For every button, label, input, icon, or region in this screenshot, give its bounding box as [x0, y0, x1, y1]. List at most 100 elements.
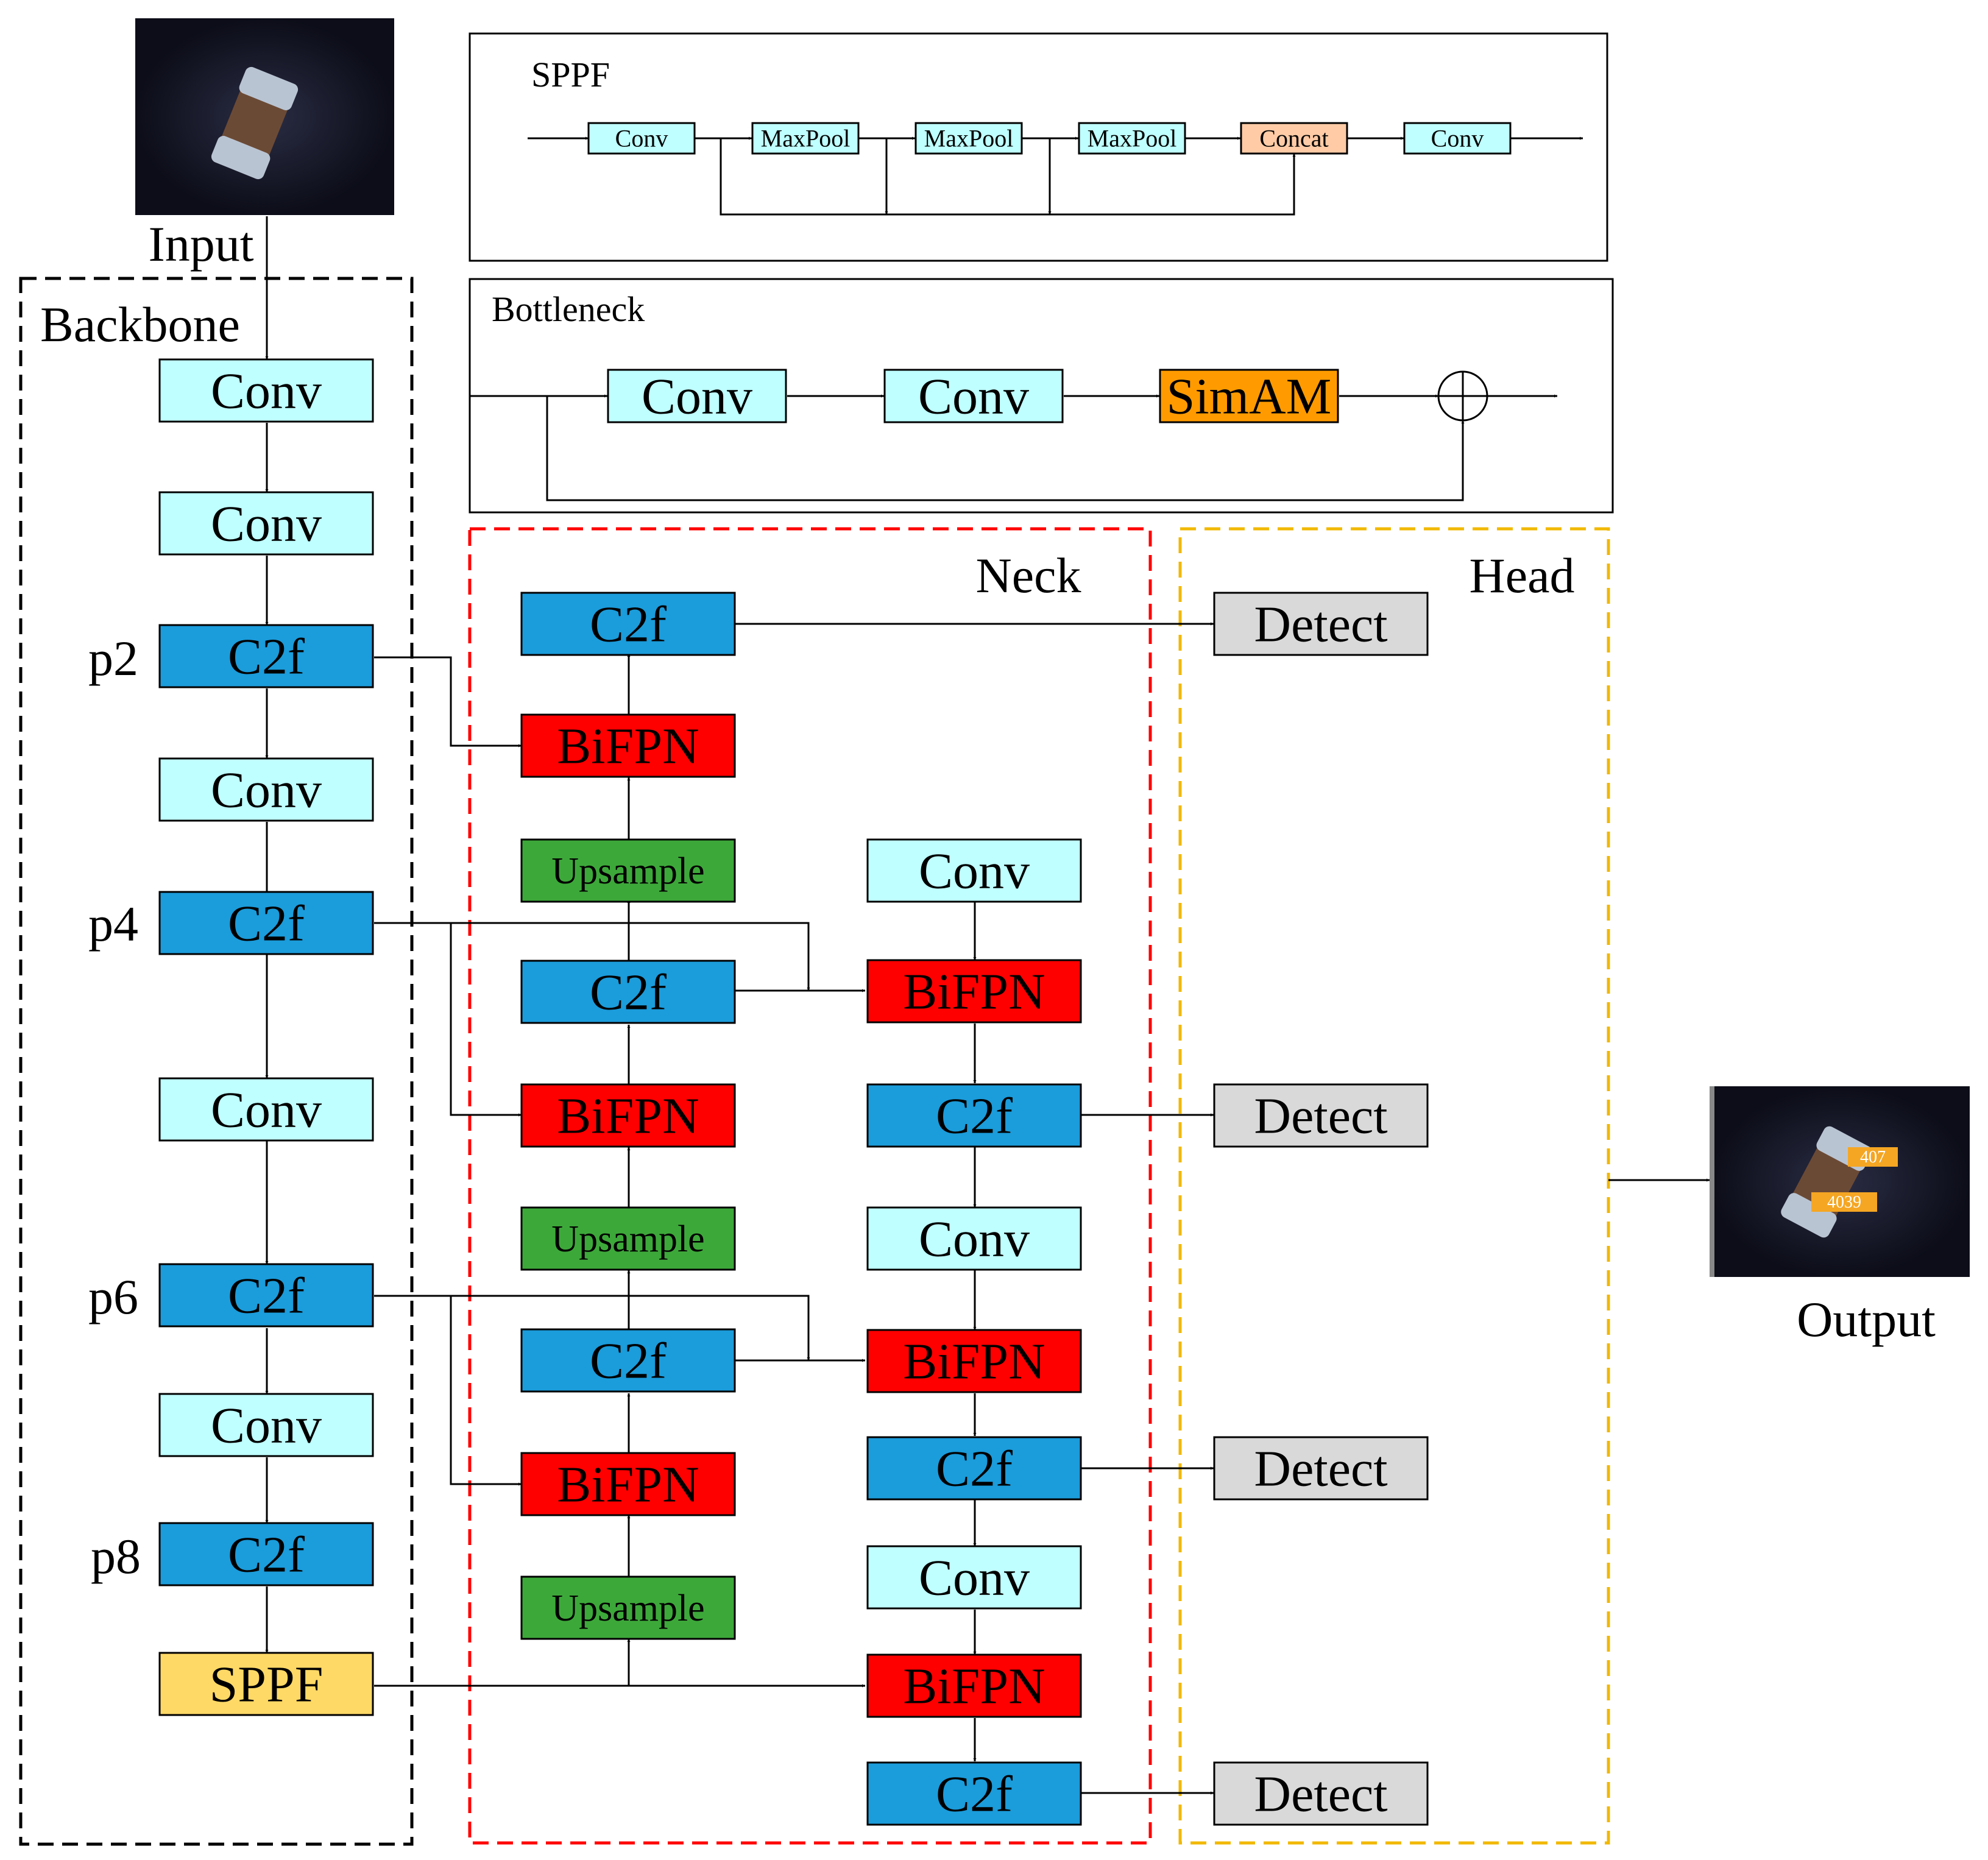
neck-c2f-r3: C2f — [866, 1761, 1082, 1826]
level-label-p2: p2 — [88, 631, 138, 686]
sppf-detail-maxpool-1: MaxPool — [751, 122, 860, 155]
backbone-conv-5-label: Conv — [211, 1398, 322, 1454]
sppf-detail-maxpool-2-box — [914, 122, 1023, 155]
neck-upsample-2-label: Upsample — [551, 1218, 704, 1260]
bottleneck-detail-simam-label: SimAM — [1167, 369, 1332, 425]
backbone-c2f-p6: C2f — [158, 1263, 374, 1328]
neck-bifpn-r2-label: BiFPN — [903, 1334, 1045, 1390]
neck-upsample-2-box — [520, 1206, 736, 1271]
neck-bifpn-2-box — [520, 1083, 736, 1148]
backbone-sppf-label: SPPF — [210, 1657, 324, 1713]
bottleneck-detail-conv-1: Conv — [607, 369, 787, 425]
bottleneck-detail-conv-1-label: Conv — [642, 369, 752, 425]
sppf-detail-maxpool-3-box — [1078, 122, 1186, 155]
level-label-p6: p6 — [88, 1269, 138, 1324]
sppf-detail-title: SPPF — [531, 55, 610, 94]
neck-conv-r2-label: Conv — [919, 1211, 1030, 1268]
neck-c2f-r2: C2f — [866, 1436, 1082, 1501]
level-label-p4: p4 — [88, 896, 138, 952]
head-detect-1-label: Detect — [1254, 596, 1387, 653]
backbone-conv-3: Conv — [158, 757, 374, 822]
backbone-c2f-p4: C2f — [158, 891, 374, 955]
level-label-p8: p8 — [91, 1529, 141, 1584]
backbone-label: Backbone — [40, 297, 240, 352]
neck-bifpn-1-box — [520, 713, 736, 778]
neck-c2f-r2-box — [866, 1436, 1082, 1501]
sppf-detail-concat-label: Concat — [1259, 125, 1328, 152]
backbone-c2f-p6-box — [158, 1263, 374, 1328]
neck-upsample-1-box — [520, 838, 736, 903]
neck-bifpn-r3: BiFPN — [866, 1653, 1082, 1718]
output-image: 407 4039 — [1710, 1086, 1970, 1277]
neck-c2f-r1-box — [866, 1083, 1082, 1148]
head-detect-4: Detect — [1213, 1761, 1429, 1826]
sppf-detail-maxpool-2: MaxPool — [914, 122, 1023, 155]
neck-bifpn-3: BiFPN — [520, 1452, 736, 1516]
neck-bifpn-r2: BiFPN — [866, 1329, 1082, 1393]
neck-conv-r2-box — [866, 1206, 1082, 1271]
head-detect-3-label: Detect — [1254, 1441, 1387, 1498]
bottleneck-detail-simam-box — [1159, 369, 1339, 423]
backbone-sppf-box — [158, 1652, 374, 1716]
sppf-detail-maxpool-1-box — [751, 122, 860, 155]
sppf-detail-panel — [469, 32, 1608, 262]
sppf-detail-conv-out-label: Conv — [1431, 125, 1484, 152]
detection-label-1: 407 — [1860, 1148, 1886, 1167]
head-frame — [1178, 527, 1610, 1845]
backbone-c2f-p8: C2f — [158, 1522, 374, 1586]
bottleneck-detail-title: Bottleneck — [492, 289, 645, 329]
head-detect-4-box — [1213, 1761, 1429, 1826]
head-detect-3: Detect — [1213, 1436, 1429, 1501]
neck-bifpn-r1-box — [866, 959, 1082, 1024]
head-detect-2-box — [1213, 1083, 1429, 1148]
bottleneck-detail-simam: SimAM — [1159, 369, 1339, 425]
backbone-c2f-p8-box — [158, 1522, 374, 1586]
backbone-c2f-p2-label: C2f — [228, 629, 305, 685]
neck-bifpn-r2-box — [866, 1329, 1082, 1393]
neck-conv-r3: Conv — [866, 1545, 1082, 1610]
output-label: Output — [1797, 1292, 1936, 1347]
input-label: Input — [148, 216, 253, 272]
neck-c2f-r2-label: C2f — [936, 1441, 1013, 1498]
backbone-conv-2-label: Conv — [211, 496, 322, 553]
neck-c2f-top-label: C2f — [590, 596, 667, 653]
input-image — [135, 18, 394, 215]
bottleneck-sum-node — [1437, 370, 1488, 422]
sppf-detail-conv-out-box — [1403, 122, 1512, 155]
neck-upsample-2: Upsample — [520, 1206, 736, 1271]
sppf-detail-conv-in-label: Conv — [615, 125, 668, 152]
head-detect-1: Detect — [1213, 592, 1429, 656]
backbone-conv-1-label: Conv — [211, 363, 322, 420]
neck-c2f-3-box — [520, 1328, 736, 1393]
backbone-conv-4: Conv — [158, 1077, 374, 1142]
backbone-conv-4-box — [158, 1077, 374, 1142]
neck-c2f-2-label: C2f — [590, 964, 667, 1021]
neck-c2f-r1-label: C2f — [936, 1088, 1013, 1145]
neck-conv-r1-label: Conv — [919, 843, 1030, 900]
backbone-conv-3-box — [158, 757, 374, 822]
neck-bifpn-1: BiFPN — [520, 713, 736, 778]
neck-upsample-3: Upsample — [520, 1575, 736, 1640]
backbone-sppf: SPPF — [158, 1652, 374, 1716]
sppf-detail-concat-box — [1240, 122, 1348, 155]
head-detect-4-label: Detect — [1254, 1766, 1387, 1823]
backbone-c2f-p6-label: C2f — [228, 1268, 305, 1324]
neck-c2f-r3-label: C2f — [936, 1766, 1013, 1823]
bottleneck-detail-conv-2-label: Conv — [918, 369, 1029, 425]
neck-c2f-2-box — [520, 960, 736, 1024]
blocks-layer: ConvConvC2fConvC2fConvC2fConvC2fSPPFC2fB… — [158, 122, 1512, 1826]
neck-c2f-r3-box — [866, 1761, 1082, 1826]
backbone-conv-5-box — [158, 1393, 374, 1457]
backbone-conv-2: Conv — [158, 491, 374, 556]
neck-bifpn-3-label: BiFPN — [557, 1457, 699, 1513]
neck-c2f-top: C2f — [520, 592, 736, 656]
head-detect-2: Detect — [1213, 1083, 1429, 1148]
neck-bifpn-3-box — [520, 1452, 736, 1516]
neck-bifpn-r1-label: BiFPN — [903, 964, 1045, 1020]
backbone-conv-3-label: Conv — [211, 762, 322, 819]
neck-bifpn-1-label: BiFPN — [557, 718, 699, 775]
sppf-detail-conv-out: Conv — [1403, 122, 1512, 155]
detection-label-2: 4039 — [1827, 1193, 1861, 1212]
neck-c2f-r1: C2f — [866, 1083, 1082, 1148]
